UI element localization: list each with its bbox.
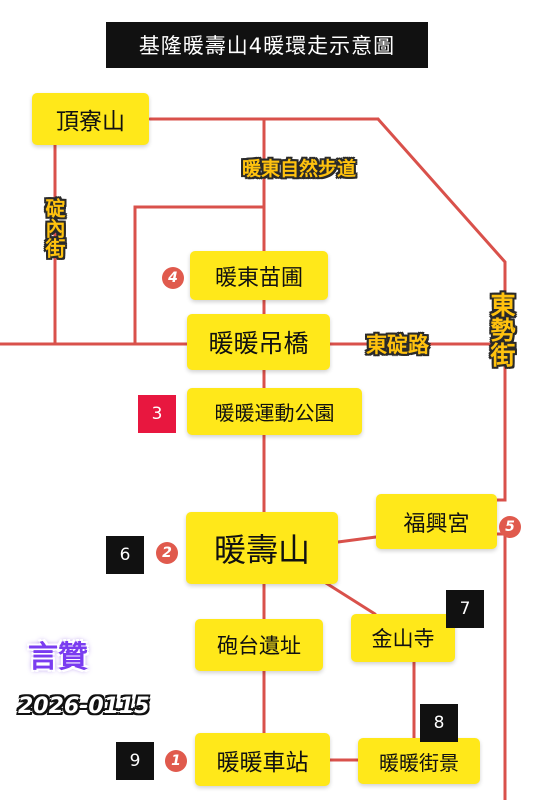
place-fort-ruins[interactable]: 砲台遺址 [195,619,323,671]
place-jinshan-temple[interactable]: 金山寺 [351,614,455,662]
route-badge-4: 4 [162,267,184,289]
route-line [316,576,377,616]
map-title: 基隆暖壽山4暖環走示意圖 [106,22,428,68]
place-nuannuan-street[interactable]: 暖暖街景 [358,738,480,784]
place-fuxing-temple[interactable]: 福興宮 [376,494,497,549]
marker-6: 6 [106,536,144,574]
place-nuannuan-park[interactable]: 暖暖運動公園 [187,388,362,435]
place-nuandong-nursery[interactable]: 暖東苗圃 [190,251,328,300]
route-line [376,117,507,502]
place-nuannuan-bridge[interactable]: 暖暖吊橋 [187,314,330,370]
marker-9: 9 [116,742,154,780]
route-line [495,532,507,800]
route-badge-1: 1 [165,750,187,772]
road-label-nuandong-trail: 暖東自然步道 [242,158,357,180]
author-signature: 言贊 [28,640,88,675]
route-line [133,205,266,346]
road-label-dongding-road: 東碇路 [366,333,429,357]
route-badge-2: 2 [156,542,178,564]
marker-7: 7 [446,590,484,628]
place-nuanshoushan[interactable]: 暖壽山 [186,512,338,584]
marker-8: 8 [420,704,458,742]
route-badge-5: 5 [499,516,521,538]
place-dingliaoshan[interactable]: 頂寮山 [32,93,149,145]
place-nuannuan-station[interactable]: 暖暖車站 [195,733,330,786]
marker-3: 3 [138,395,176,433]
date-stamp: 2026-0115 [18,694,150,719]
road-label-dongshi-street: 東勢街 [487,292,516,367]
route-line [336,535,378,544]
road-label-dingnei-street: 碇內街 [42,198,66,258]
